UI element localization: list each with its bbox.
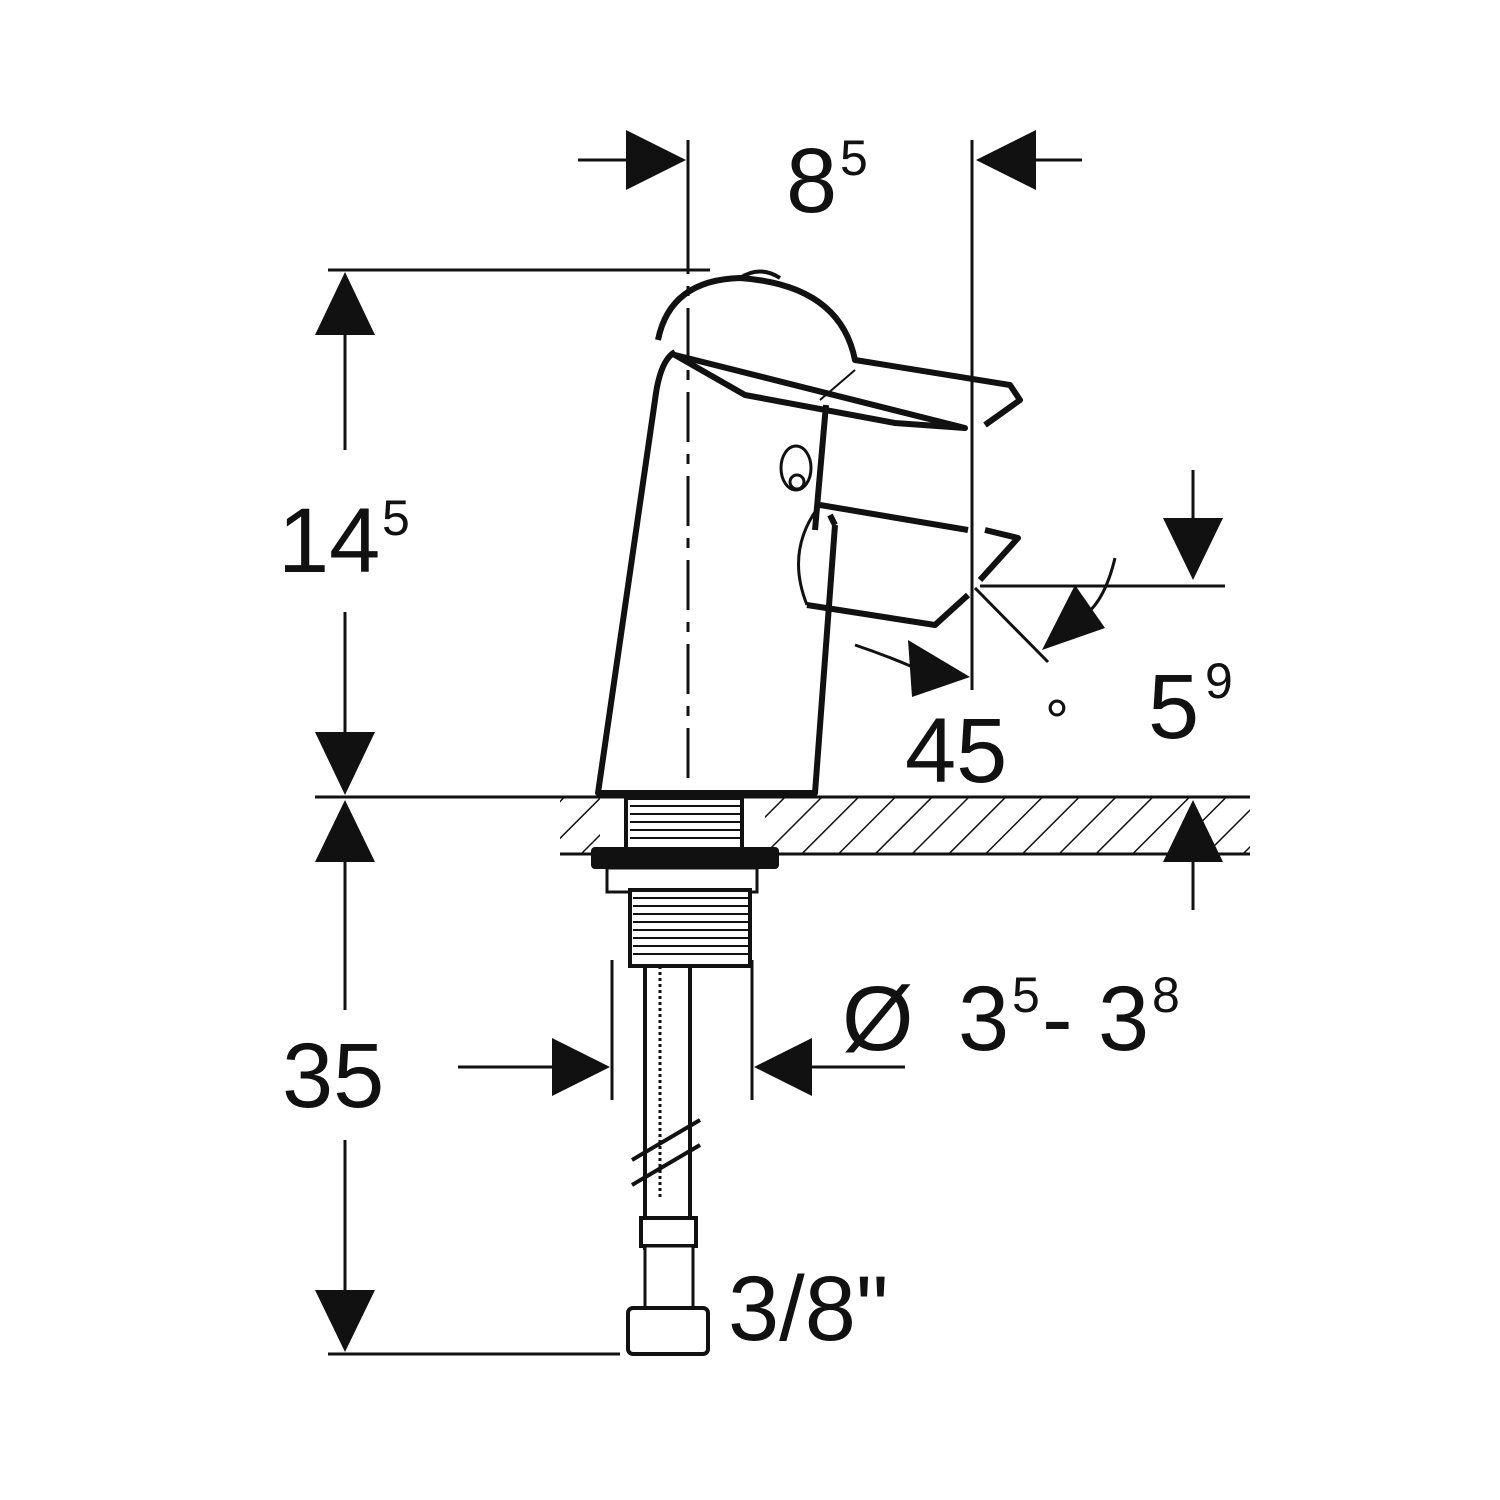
supply-hose <box>626 966 710 1356</box>
label-length-below-deck: 35 <box>282 1025 384 1127</box>
svg-text:Ø: Ø <box>842 968 914 1070</box>
svg-text:-: - <box>1042 968 1073 1070</box>
label-height-above-deck: 14 5 <box>278 490 410 592</box>
svg-text:35: 35 <box>282 1025 384 1127</box>
threaded-shank <box>591 796 779 968</box>
label-spout-reach: 8 5 <box>786 130 868 232</box>
label-outlet-height: 5 9 <box>1148 653 1233 758</box>
dimension-lines <box>315 130 1225 1356</box>
faucet-body <box>595 269 1023 796</box>
label-outlet-angle: 45 ° <box>905 688 1069 802</box>
svg-text:5: 5 <box>840 130 868 186</box>
svg-text:45: 45 <box>905 700 1007 802</box>
svg-text:8: 8 <box>786 130 837 232</box>
label-hole-diameter: Ø 3 5 - 3 8 <box>842 967 1180 1070</box>
svg-text:9: 9 <box>1205 653 1233 709</box>
svg-text:3: 3 <box>958 968 1009 1070</box>
svg-text:5: 5 <box>1148 656 1199 758</box>
svg-text:°: ° <box>1045 688 1069 755</box>
svg-text:8: 8 <box>1152 967 1180 1023</box>
countertop-section <box>315 795 1250 856</box>
svg-text:5: 5 <box>382 490 410 546</box>
svg-text:3/8": 3/8" <box>728 1258 889 1360</box>
handle-screw <box>779 444 813 492</box>
svg-text:14: 14 <box>278 490 380 592</box>
svg-text:5: 5 <box>1012 967 1040 1023</box>
label-connection-size: 3/8" <box>728 1258 889 1360</box>
svg-text:3: 3 <box>1098 968 1149 1070</box>
